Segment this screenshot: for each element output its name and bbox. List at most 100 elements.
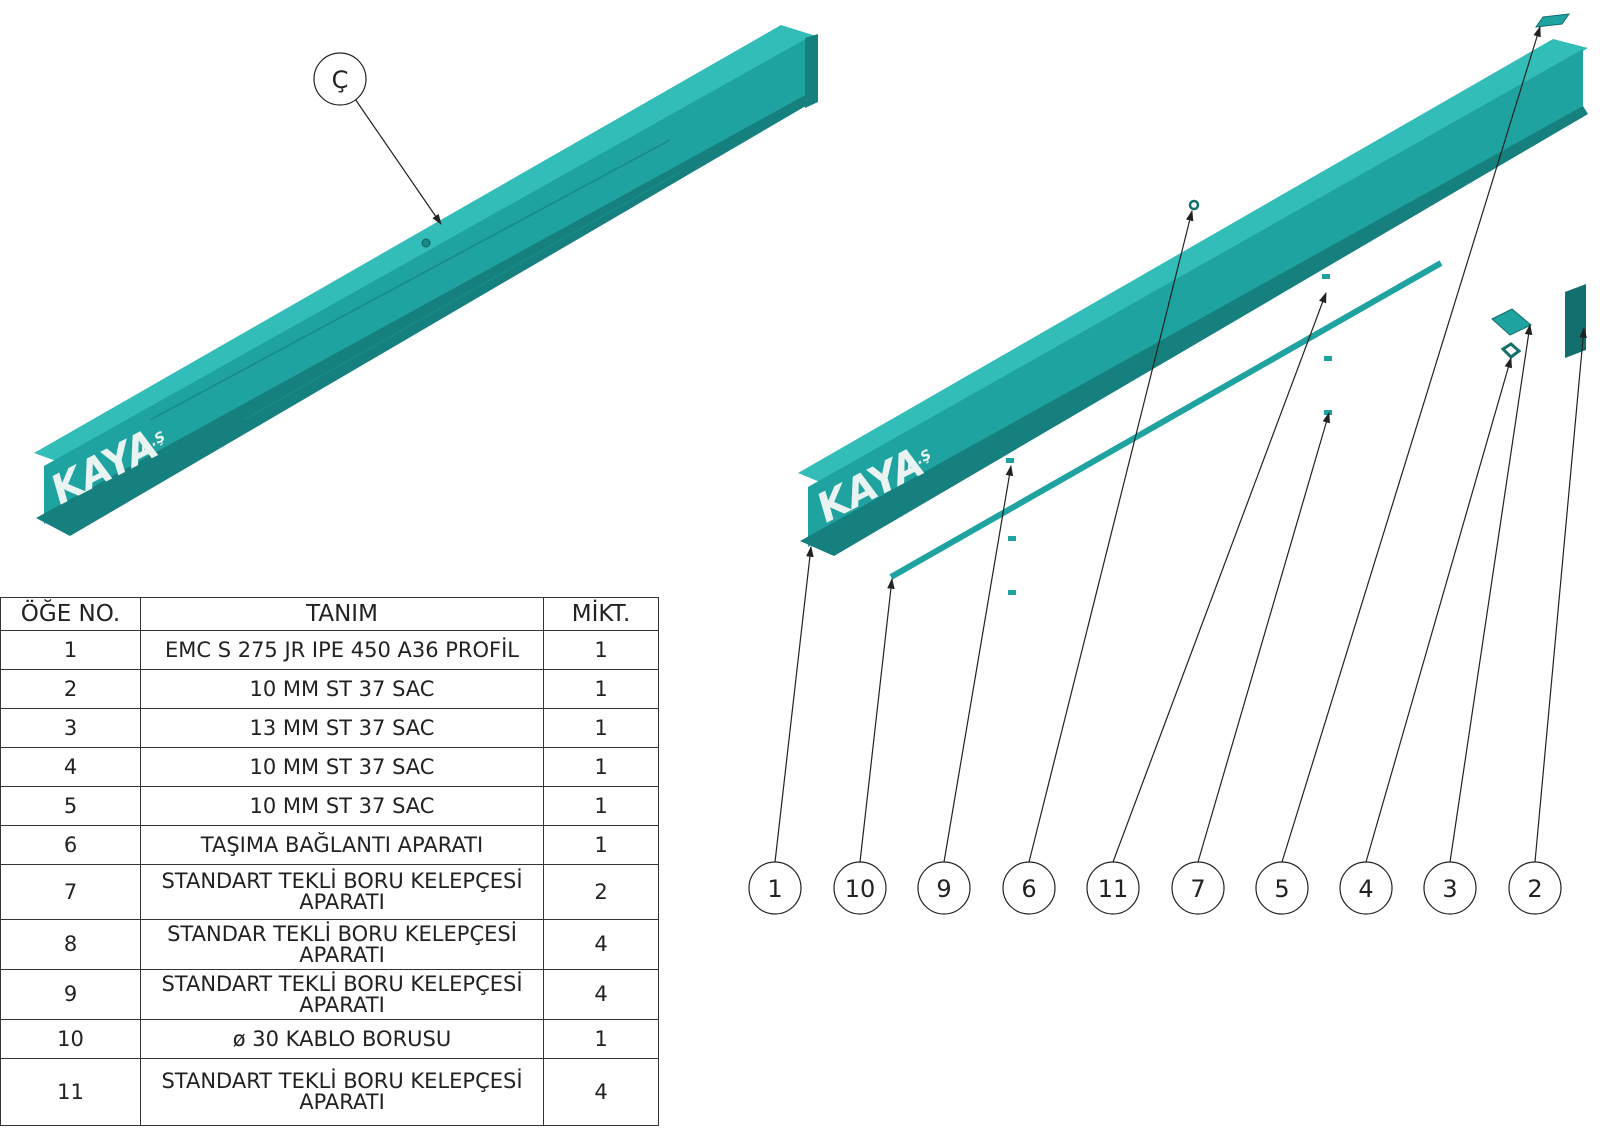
- bom-quantity: 1: [543, 825, 659, 865]
- balloon-row: 1 10 9 6 11 7 5 4 3 2: [748, 861, 1562, 915]
- bom-item-no: 7: [0, 864, 141, 920]
- balloon-leaders: [774, 25, 1587, 863]
- detail-balloon-label: Ç: [332, 66, 349, 94]
- bom-item-no: 6: [0, 825, 141, 865]
- lifting-lug: [421, 238, 431, 248]
- bom-row: 4 10 MM ST 37 SAC 1: [0, 747, 659, 787]
- bom-item-no: 11: [0, 1058, 141, 1126]
- exploded-beam-web: [808, 49, 1583, 547]
- beam-bottom-flange: [36, 92, 816, 536]
- bom-description: 10 MM ST 37 SAC: [140, 747, 544, 787]
- bom-item-no: 1: [0, 630, 141, 670]
- exploded-beam-bottom-flange: [800, 106, 1588, 556]
- balloon-circle: [748, 861, 802, 915]
- bom-description-line: 10 MM ST 37 SAC: [249, 754, 435, 779]
- bom-description-line: STANDART TEKLİ BORU KELEPÇESİ: [161, 1069, 523, 1093]
- bom-description-line: EMC S 275 JR IPE 450 A36 PROFİL: [164, 637, 520, 662]
- bom-description-line: 13 MM ST 37 SAC: [249, 715, 435, 740]
- bom-quantity: 1: [543, 747, 659, 787]
- bom-quantity: 1: [543, 786, 659, 826]
- bom-item-no: 8: [0, 919, 141, 970]
- balloon-9: 9: [917, 861, 971, 915]
- bom-quantity: 4: [543, 919, 659, 970]
- balloon-7: 7: [1171, 861, 1225, 915]
- bom-quantity: 1: [543, 630, 659, 670]
- bom-quantity: 4: [543, 1058, 659, 1126]
- balloon-label: 3: [1442, 875, 1457, 903]
- bom-item-no: 3: [0, 708, 141, 748]
- balloon-11: 11: [1086, 861, 1140, 915]
- balloon-circle: [1423, 861, 1477, 915]
- part-cable-pipe: [889, 260, 1443, 580]
- part-plate-4: [1500, 342, 1522, 359]
- bom-description-line: APARATI: [299, 942, 385, 967]
- bom-row: 1 EMC S 275 JR IPE 450 A36 PROFİL 1: [0, 630, 659, 670]
- balloon-label: 6: [1021, 875, 1036, 903]
- bom-description-line: TAŞIMA BAĞLANTI APARATI: [200, 832, 484, 857]
- beam-web-edge: [149, 139, 671, 421]
- balloon-circle: [1255, 861, 1309, 915]
- bom-description-line: ø 30 KABLO BORUSU: [232, 1026, 452, 1051]
- beam-web: [44, 36, 811, 524]
- part-lifting-lug: [1188, 199, 1200, 211]
- balloon-circle: [1086, 861, 1140, 915]
- bom-quantity: 1: [543, 708, 659, 748]
- bom-description: 10 MM ST 37 SAC: [140, 786, 544, 826]
- bom-item-no: 4: [0, 747, 141, 787]
- bom-row: 6 TAŞIMA BAĞLANTI APARATI 1: [0, 825, 659, 865]
- part-plate-3: [1491, 308, 1532, 336]
- part-end-plate: [1565, 284, 1586, 358]
- assembled-beam-view: KAYA A.Ş Ç: [34, 25, 818, 536]
- bom-quantity: 1: [543, 1019, 659, 1059]
- beam-end-face: [805, 34, 818, 108]
- bom-description-line: STANDART TEKLİ BORU KELEPÇESİ: [161, 869, 523, 893]
- bill-of-materials-table: ÖĞE NO. TANIM MİKT. 1 EMC S 275 JR IPE 45…: [0, 597, 659, 1126]
- bom-description: EMC S 275 JR IPE 450 A36 PROFİL: [140, 630, 544, 670]
- balloon-4: 4: [1339, 861, 1393, 915]
- balloon-circle: [1171, 861, 1225, 915]
- detail-balloon: [313, 52, 367, 106]
- bom-description: 13 MM ST 37 SAC: [140, 708, 544, 748]
- bom-item-no: 2: [0, 669, 141, 709]
- balloon-2: 2: [1508, 861, 1562, 915]
- header-description: TANIM: [140, 597, 544, 631]
- balloon-label: 5: [1274, 875, 1289, 903]
- balloon-circle: [917, 861, 971, 915]
- balloon-label: 7: [1190, 875, 1205, 903]
- part-plate-top: [1534, 13, 1571, 28]
- bom-description-line: 10 MM ST 37 SAC: [249, 676, 435, 701]
- balloon-10: 10: [833, 861, 887, 915]
- bom-item-no: 9: [0, 969, 141, 1020]
- balloon-circle: [833, 861, 887, 915]
- exploded-beam-top-flange: [798, 39, 1588, 487]
- bom-header-row: ÖĞE NO. TANIM MİKT.: [0, 597, 659, 631]
- bom-description: TAŞIMA BAĞLANTI APARATI: [140, 825, 544, 865]
- bom-description-line: APARATI: [299, 890, 385, 914]
- header-item-no: ÖĞE NO.: [0, 597, 141, 631]
- balloon-6: 6: [1002, 861, 1056, 915]
- balloon-3: 3: [1423, 861, 1477, 915]
- cable-pipe-line: [243, 171, 681, 421]
- balloon-circle: [1339, 861, 1393, 915]
- header-quantity: MİKT.: [543, 597, 659, 631]
- bom-row: 2 10 MM ST 37 SAC 1: [0, 669, 659, 709]
- detail-leader: [352, 95, 442, 225]
- balloon-1: 1: [748, 861, 802, 915]
- balloon-label: 9: [936, 875, 951, 903]
- balloon-label: 11: [1098, 875, 1129, 903]
- bom-quantity: 1: [543, 669, 659, 709]
- bom-description-line: APARATI: [299, 1090, 385, 1114]
- balloon-label: 10: [845, 875, 876, 903]
